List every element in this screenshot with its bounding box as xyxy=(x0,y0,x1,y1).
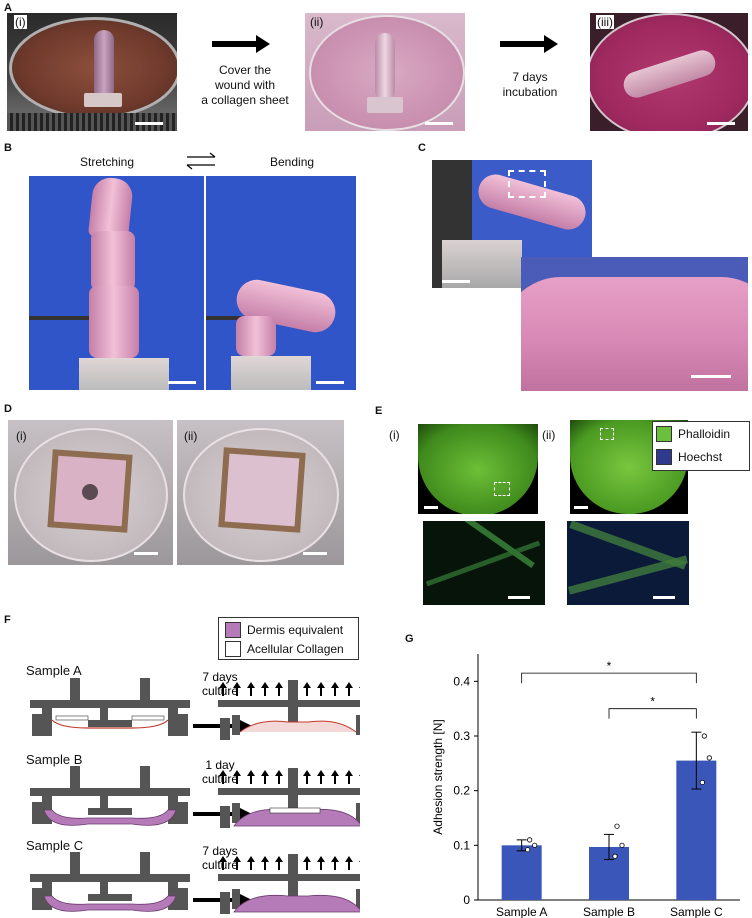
title-bending: Bending xyxy=(270,155,315,169)
photo-c-zoom xyxy=(521,257,748,391)
sub-label-a-ii: (ii) xyxy=(310,15,324,29)
photo-d-i xyxy=(8,420,173,565)
data-point xyxy=(525,847,531,853)
step-f-c-line1: 7 days xyxy=(202,844,237,858)
y-tick-label: 0.3 xyxy=(453,729,470,743)
legend-label-dermis: Dermis equivalent xyxy=(247,623,344,637)
sub-label-e-i: (i) xyxy=(389,428,400,442)
y-tick-label: 0.2 xyxy=(453,784,470,798)
data-point xyxy=(527,837,533,843)
panel-label-a: A xyxy=(4,2,12,14)
title-stretching: Stretching xyxy=(80,155,135,169)
step-f-b-line2: culture xyxy=(202,772,238,786)
step-text-a2-line1: 7 days xyxy=(512,70,548,84)
legend-f: Dermis equivalent Acellular Collagen xyxy=(218,617,359,660)
panel-label-b: B xyxy=(4,142,12,154)
step-text-a1-line1: Cover the xyxy=(218,63,272,77)
arrow-right-icon xyxy=(212,35,270,53)
sample-c-label: Sample C xyxy=(26,838,84,853)
step-text-a1-line2: wound with xyxy=(214,78,276,92)
photo-e-i-whole xyxy=(418,424,538,514)
y-axis-label: Adhesion strength [N] xyxy=(431,719,445,834)
swatch-phalloidin xyxy=(656,426,672,442)
legend-label-acellular: Acellular Collagen xyxy=(247,642,344,656)
data-point xyxy=(612,853,618,859)
legend-item-phalloidin: Phalloidin xyxy=(656,426,730,442)
photo-a-iii xyxy=(590,13,748,131)
photo-e-i-zoom xyxy=(423,521,545,605)
legend-item-hoechst: Hoechst xyxy=(656,449,722,465)
significance-bracket xyxy=(608,708,697,719)
photo-a-ii xyxy=(305,13,465,131)
bar-sample-a xyxy=(501,845,542,900)
photo-b-bending xyxy=(206,176,356,390)
legend-item-acellular: Acellular Collagen xyxy=(225,641,344,657)
data-point xyxy=(614,823,620,829)
photo-d-ii xyxy=(177,420,344,565)
x-tick-label: Sample B xyxy=(583,905,635,918)
swatch-hoechst xyxy=(656,449,672,465)
x-tick-label: Sample C xyxy=(670,905,723,918)
sub-label-a-iii: (iii) xyxy=(596,15,614,29)
data-point xyxy=(701,733,707,739)
photo-b-stretching xyxy=(29,176,204,390)
sub-label-e-ii: (ii) xyxy=(542,428,556,442)
legend-label-hoechst: Hoechst xyxy=(678,450,723,464)
y-tick-label: 0.4 xyxy=(453,674,470,688)
legend-e: Phalloidin Hoechst xyxy=(652,421,750,471)
significance-label: * xyxy=(650,695,655,709)
step-f-a-line1: 7 days xyxy=(202,670,237,684)
reversible-arrows-icon xyxy=(186,152,216,170)
sample-b-label: Sample B xyxy=(26,752,83,767)
y-tick-label: 0.1 xyxy=(453,838,470,852)
panel-label-d: D xyxy=(4,403,12,415)
data-point xyxy=(706,755,712,761)
panel-label-e: E xyxy=(375,405,383,417)
sub-label-a-i: (i) xyxy=(14,15,27,29)
step-text-a2-line2: incubation xyxy=(502,85,558,99)
swatch-acellular xyxy=(225,641,241,657)
significance-bracket xyxy=(521,672,697,684)
sub-label-d-i: (i) xyxy=(16,429,27,443)
arrow-right-icon xyxy=(500,35,558,53)
legend-item-dermis: Dermis equivalent xyxy=(225,622,343,638)
diagram-f: 7 days culture 1 day culture 7 days cult… xyxy=(30,670,360,914)
swatch-dermis xyxy=(225,622,241,638)
legend-label-phalloidin: Phalloidin xyxy=(678,427,731,441)
data-point xyxy=(619,842,625,848)
panel-label-g: G xyxy=(405,633,414,645)
step-f-b-line1: 1 day xyxy=(205,758,234,772)
x-tick-label: Sample A xyxy=(496,905,547,918)
y-tick-label: 0 xyxy=(463,893,470,907)
sub-label-d-ii: (ii) xyxy=(184,429,198,443)
panel-label-f: F xyxy=(4,614,11,626)
sample-a-label: Sample A xyxy=(26,663,82,678)
significance-label: * xyxy=(607,659,612,673)
data-point xyxy=(532,842,538,848)
step-text-a1-line3: a collagen sheet xyxy=(201,93,289,107)
step-f-a-line2: culture xyxy=(202,684,238,698)
photo-a-i xyxy=(7,13,177,131)
photo-e-ii-zoom xyxy=(567,521,689,605)
panel-label-c: C xyxy=(418,142,426,154)
data-point xyxy=(699,779,705,786)
step-f-c-line2: culture xyxy=(202,858,238,872)
